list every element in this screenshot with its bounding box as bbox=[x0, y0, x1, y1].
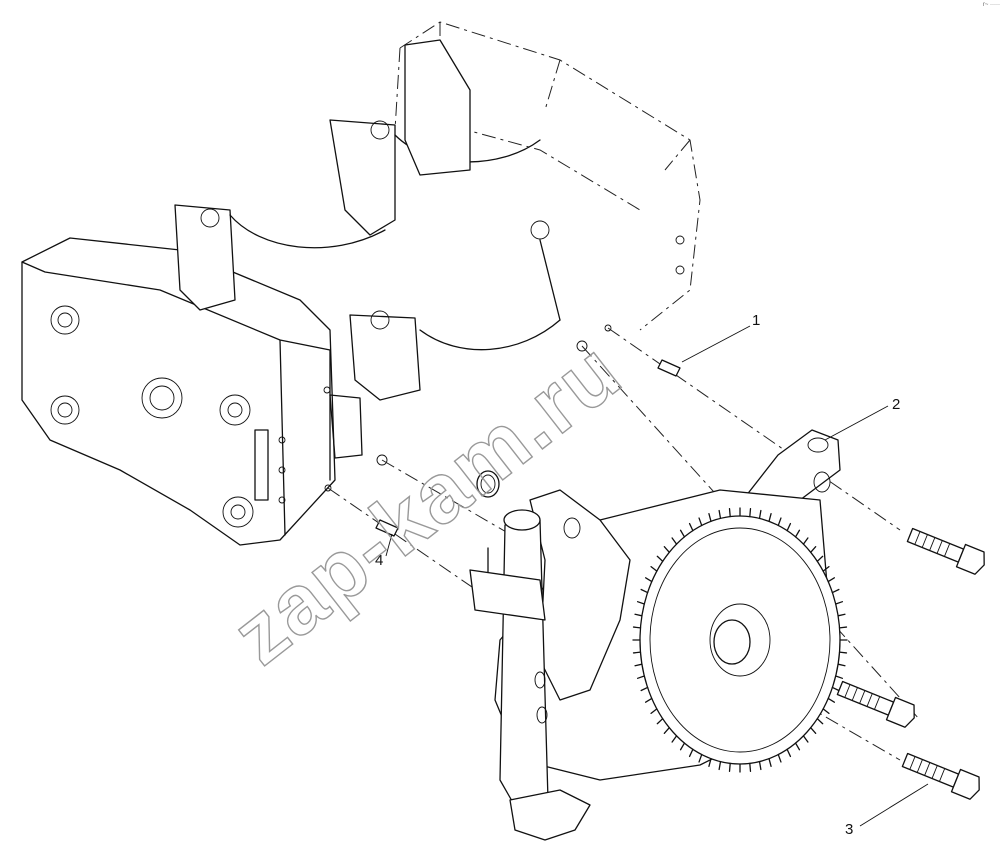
gear-tooth bbox=[698, 517, 703, 527]
gear-tooth bbox=[768, 513, 772, 522]
o-ring-drawing bbox=[476, 470, 500, 498]
gear-tooth bbox=[758, 509, 762, 520]
gear-tooth bbox=[838, 651, 848, 654]
oil-pump-drawing bbox=[469, 429, 848, 841]
gear-tooth bbox=[810, 546, 817, 553]
gear-tooth bbox=[718, 509, 722, 520]
gear-tooth bbox=[663, 546, 670, 553]
gear-tooth bbox=[634, 613, 643, 617]
engine-block-drawing bbox=[21, 21, 701, 546]
gear-tooth bbox=[663, 727, 670, 734]
gear-tooth bbox=[644, 577, 653, 583]
gear-tooth bbox=[827, 697, 836, 703]
gear-tooth bbox=[650, 566, 658, 572]
gear-tooth bbox=[688, 522, 694, 532]
bolt-drawing bbox=[836, 527, 985, 800]
callout-1: 1 bbox=[752, 312, 760, 329]
corner-mark: r~ ····· bbox=[982, 2, 1000, 8]
gear-tooth bbox=[822, 708, 830, 714]
gear-tooth bbox=[718, 760, 722, 771]
gear-tooth bbox=[640, 686, 649, 692]
gear-tooth bbox=[835, 675, 844, 679]
gear-tooth bbox=[786, 748, 792, 758]
gear-tooth bbox=[688, 748, 694, 758]
gear-tooth bbox=[656, 718, 664, 725]
gear-tooth bbox=[656, 555, 664, 562]
gear-tooth bbox=[708, 513, 712, 522]
gear-tooth bbox=[698, 753, 703, 763]
gear-tooth bbox=[822, 566, 830, 572]
gear-teeth bbox=[632, 507, 848, 773]
gear-tooth bbox=[837, 663, 846, 667]
callout-3: 3 bbox=[845, 821, 853, 838]
leader-lines bbox=[385, 325, 929, 827]
gear-tooth bbox=[749, 762, 752, 773]
gear-tooth bbox=[636, 675, 645, 679]
gear-tooth bbox=[777, 753, 782, 763]
gear-tooth bbox=[831, 588, 840, 594]
gear-tooth bbox=[827, 577, 836, 583]
gear-tooth bbox=[835, 601, 844, 605]
gear-tooth bbox=[644, 697, 653, 703]
gear-tooth bbox=[632, 651, 642, 654]
gear-tooth bbox=[671, 735, 678, 743]
callout-2: 2 bbox=[892, 396, 900, 413]
gear-tooth bbox=[786, 522, 792, 532]
gear-tooth bbox=[728, 762, 731, 773]
gear-tooth bbox=[634, 663, 643, 667]
gear-tooth bbox=[816, 555, 824, 562]
gear-tooth bbox=[728, 507, 731, 518]
callout-4: 4 bbox=[375, 552, 383, 569]
dowel-pin-drawing bbox=[375, 359, 681, 537]
gear-tooth bbox=[831, 686, 840, 692]
gear-tooth bbox=[838, 626, 848, 629]
gear-tooth bbox=[802, 735, 809, 743]
gear-tooth bbox=[802, 537, 809, 545]
gear-tooth bbox=[837, 613, 846, 617]
gear-tooth bbox=[708, 758, 712, 767]
gear-tooth bbox=[794, 742, 801, 751]
gear-tooth bbox=[632, 626, 642, 629]
gear-tooth bbox=[640, 588, 649, 594]
gear-tooth bbox=[636, 601, 645, 605]
gear-tooth bbox=[749, 507, 752, 518]
gear-tooth bbox=[816, 718, 824, 725]
gear-tooth bbox=[768, 758, 772, 767]
gear-tooth bbox=[679, 742, 686, 751]
gear-tooth bbox=[671, 537, 678, 545]
gear-tooth bbox=[777, 517, 782, 527]
gear-tooth bbox=[810, 727, 817, 734]
gear-tooth bbox=[794, 529, 801, 538]
gear-tooth bbox=[650, 708, 658, 714]
gear-tooth bbox=[679, 529, 686, 538]
gear-tooth bbox=[758, 760, 762, 771]
